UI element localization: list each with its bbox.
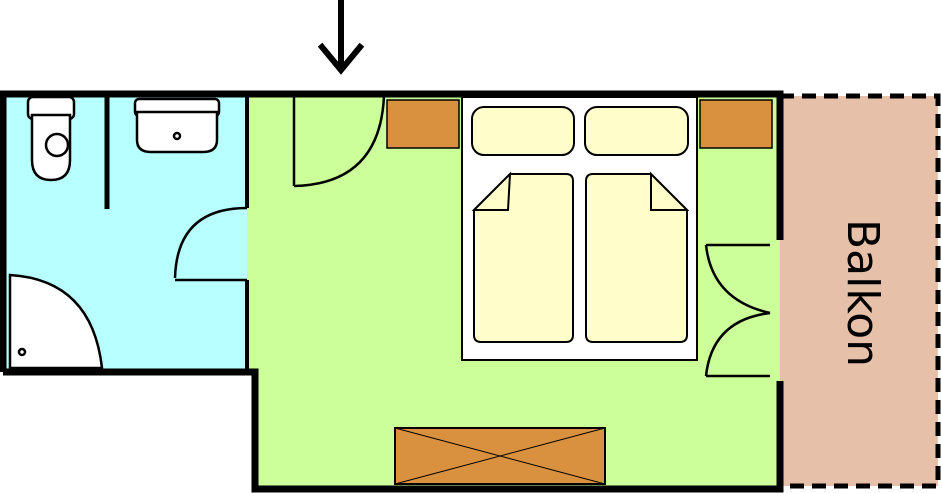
shower-icon <box>8 273 104 370</box>
dresser <box>394 427 606 485</box>
bathroom-door-swing-icon <box>173 206 248 282</box>
blanket-right <box>585 173 688 343</box>
nightstand-left <box>386 99 460 149</box>
balcony-label: Balkon <box>837 219 888 367</box>
entrance-arrow-icon <box>317 0 365 75</box>
toilet-icon <box>26 95 76 182</box>
balcony-area <box>780 96 938 486</box>
pillow-left <box>471 106 575 156</box>
balcony-railing <box>780 93 941 489</box>
nightstand-right <box>699 99 773 149</box>
pillow-right <box>584 106 689 156</box>
blanket-right-fold <box>650 171 690 211</box>
walls <box>0 90 784 493</box>
double-bed <box>461 96 698 361</box>
blanket-left <box>473 173 574 343</box>
blanket-left-fold <box>471 171 512 211</box>
balcony-door-swing-icon <box>704 243 771 378</box>
entrance-door-swing-icon <box>292 95 386 188</box>
sink-icon <box>133 97 221 154</box>
